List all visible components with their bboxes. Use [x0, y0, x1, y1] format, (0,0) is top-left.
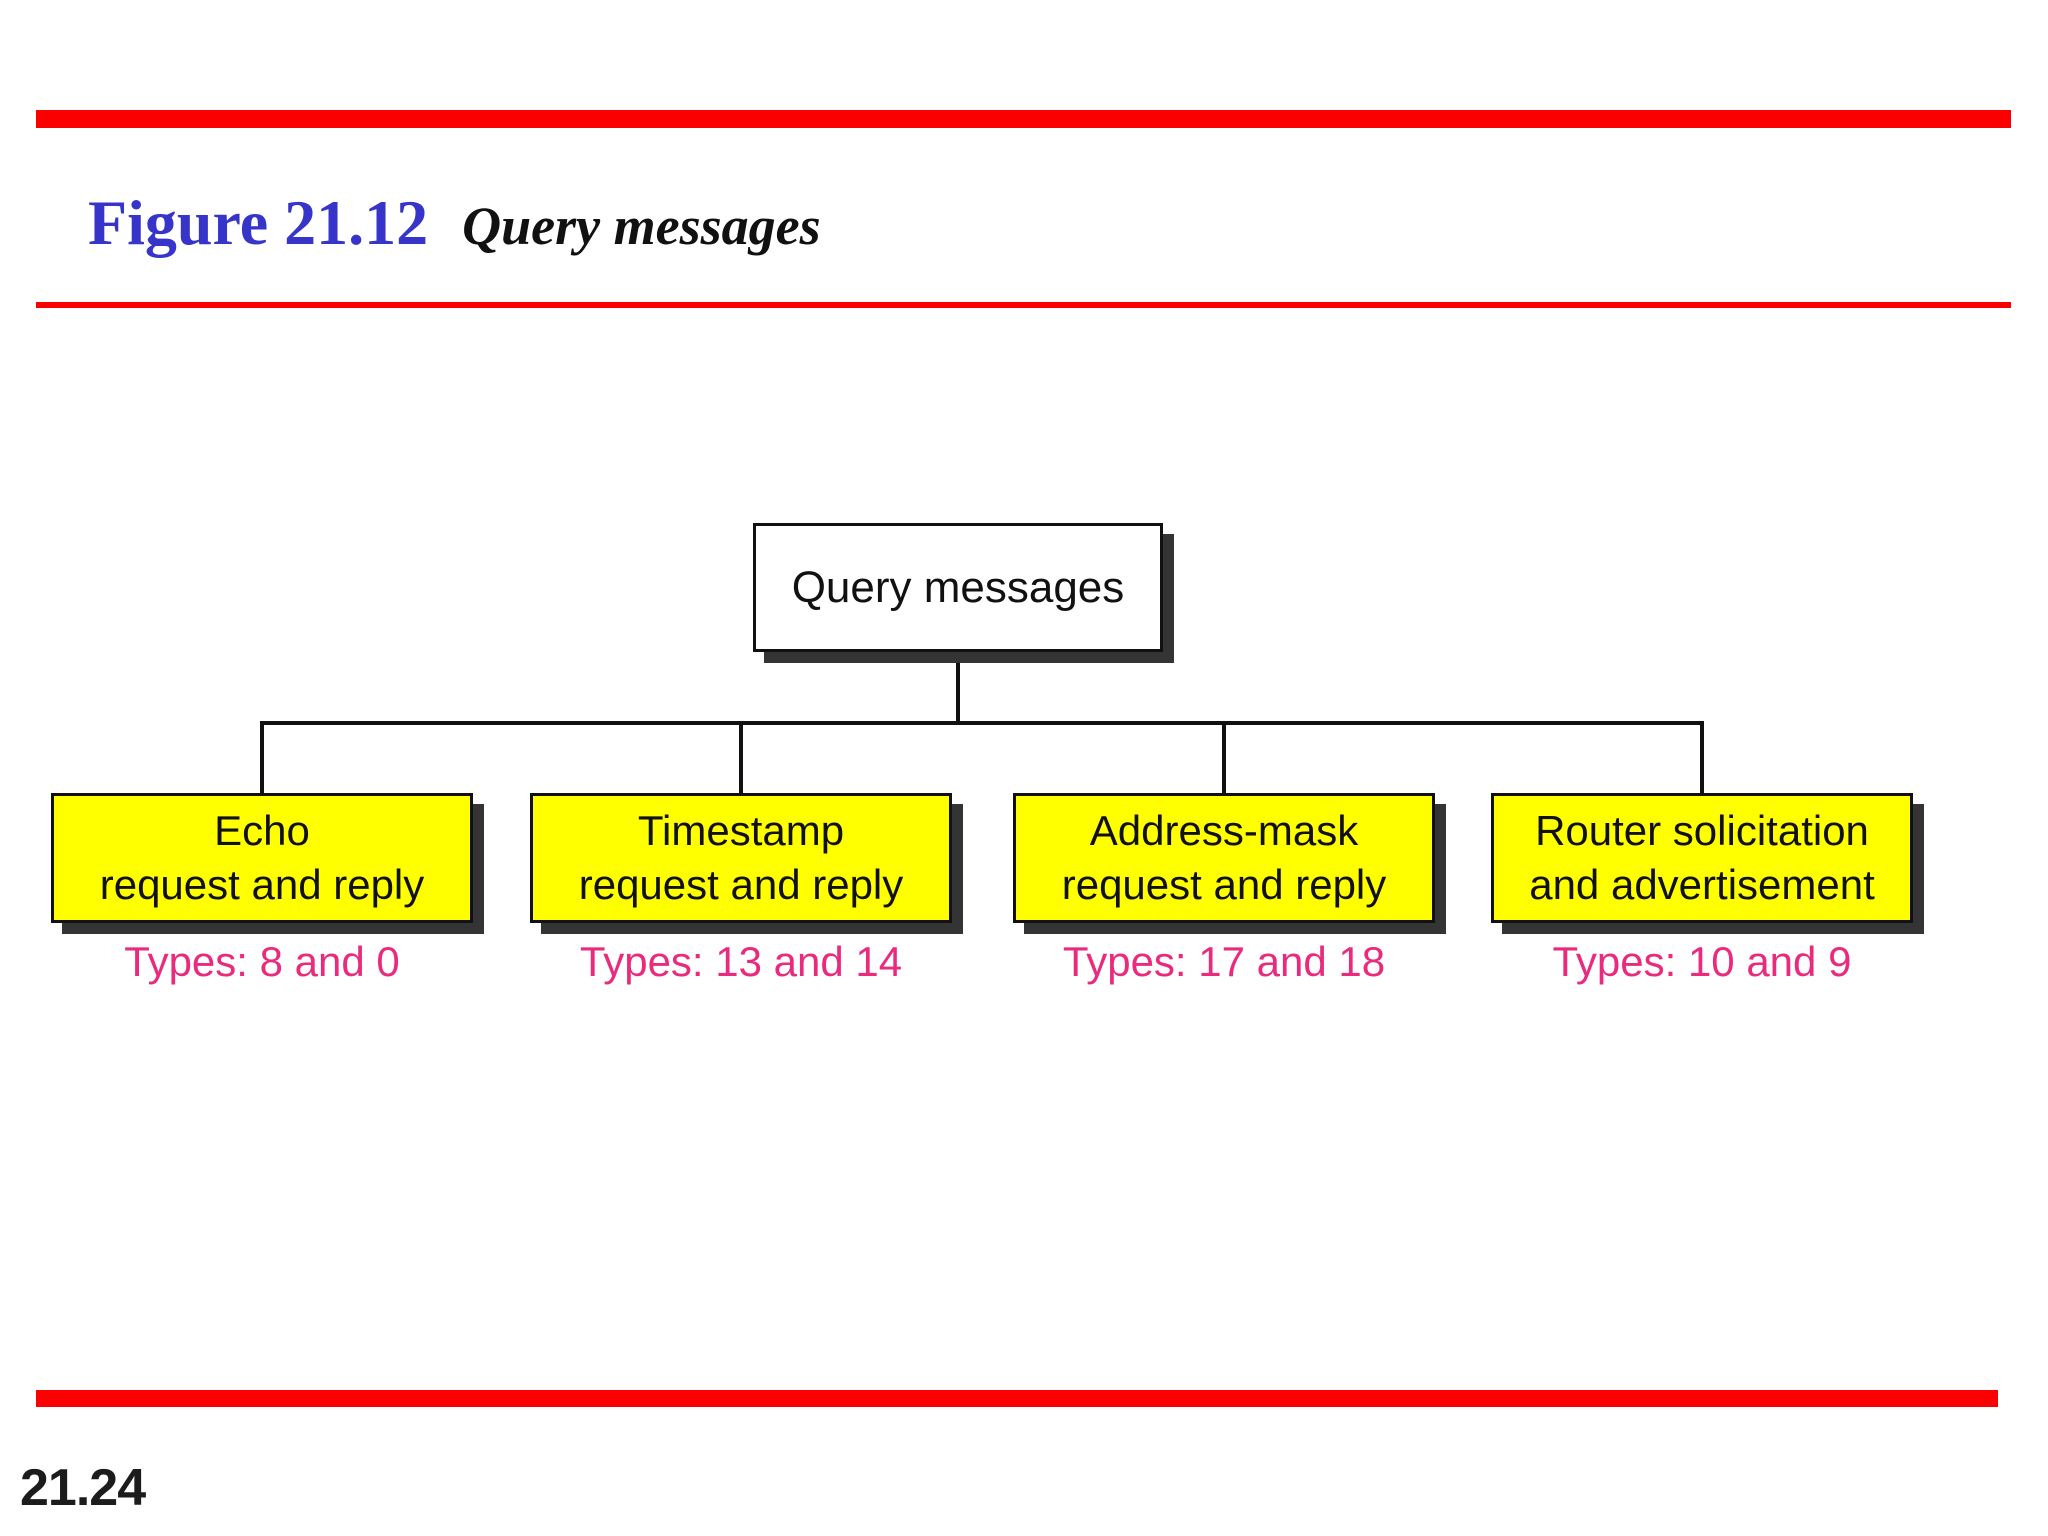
node-label-line2: request and reply	[1061, 861, 1387, 908]
connector-drop-address-mask	[1222, 721, 1226, 795]
type-label-address-mask: Types: 17 and 18	[1062, 938, 1386, 985]
node-label-line1: Router solicitation	[1535, 807, 1869, 854]
root-node-label: Query messages	[791, 562, 1125, 612]
connector-root-stem	[956, 650, 960, 725]
connector-drop-echo	[260, 721, 264, 795]
root-node-query-messages: Query messages	[753, 523, 1163, 652]
type-label-echo: Types: 8 and 0	[124, 938, 400, 985]
node-echo: Echo request and reply	[51, 793, 473, 923]
node-label-line1: Address-mask	[1089, 807, 1359, 854]
bottom-accent-bar	[36, 1390, 1998, 1407]
title-underline-rule	[36, 302, 2011, 308]
node-label-line2: and advertisement	[1529, 861, 1875, 908]
type-label-timestamp: Types: 13 and 14	[579, 938, 903, 985]
figure-title: Query messages	[462, 196, 821, 256]
node-label-line1: Timestamp	[637, 807, 845, 854]
node-label-line2: request and reply	[99, 861, 425, 908]
node-label-line1: Echo	[214, 807, 310, 854]
connector-drop-timestamp	[739, 721, 743, 795]
top-accent-bar	[36, 110, 2011, 128]
node-address-mask: Address-mask request and reply	[1013, 793, 1435, 923]
page-number: 21.24	[20, 1459, 146, 1517]
figure-label: Figure 21.12	[88, 187, 429, 258]
node-label-line2: request and reply	[578, 861, 904, 908]
type-label-router: Types: 10 and 9	[1552, 938, 1852, 985]
figure-heading: Figure 21.12 Query messages	[88, 186, 821, 260]
node-timestamp: Timestamp request and reply	[530, 793, 952, 923]
connector-horizontal	[260, 721, 1704, 725]
connector-drop-router	[1700, 721, 1704, 795]
node-router-solicitation: Router solicitation and advertisement	[1491, 793, 1913, 923]
